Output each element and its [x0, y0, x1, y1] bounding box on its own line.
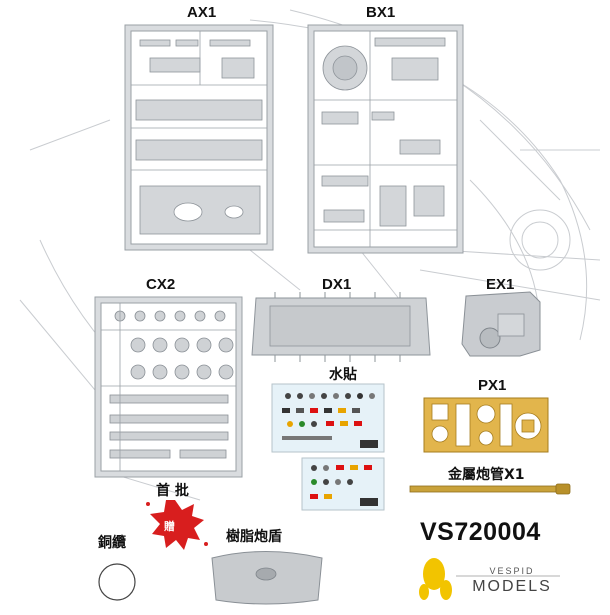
label-metal-barrel: 金屬炮管X1 — [448, 467, 525, 483]
label-resin-mantlet: 樹脂炮盾 — [226, 529, 282, 545]
first-batch-seal — [146, 500, 208, 550]
label-gift: 贈 — [164, 520, 175, 533]
label-ex1: EX1 — [486, 276, 515, 293]
decal-sheets — [271, 383, 385, 511]
label-ax1: AX1 — [187, 4, 217, 21]
label-first-batch: 首 批 — [156, 483, 189, 499]
brand-name: VESPID MODELS — [462, 566, 562, 596]
label-copper-cable: 銅纜 — [98, 535, 126, 551]
brand-line2: MODELS — [472, 578, 552, 595]
product-code: VS720004 — [420, 518, 541, 546]
sprue-bx1 — [307, 24, 464, 254]
sprue-cx2 — [94, 296, 243, 478]
label-cx2: CX2 — [146, 276, 176, 293]
part-dx1-hull — [251, 292, 431, 362]
label-decal: 水貼 — [329, 367, 357, 383]
vespid-logo — [419, 558, 560, 600]
label-dx1: DX1 — [322, 276, 352, 293]
copper-cable — [98, 563, 136, 601]
metal-barrel — [409, 483, 571, 495]
part-ex1-turret — [461, 291, 541, 357]
sprue-ax1 — [124, 24, 274, 251]
label-px1: PX1 — [478, 377, 507, 394]
resin-mantlet — [211, 551, 323, 605]
brand-line1: VESPID — [489, 566, 535, 576]
label-bx1: BX1 — [366, 4, 396, 21]
photo-etch-px1 — [423, 397, 549, 453]
